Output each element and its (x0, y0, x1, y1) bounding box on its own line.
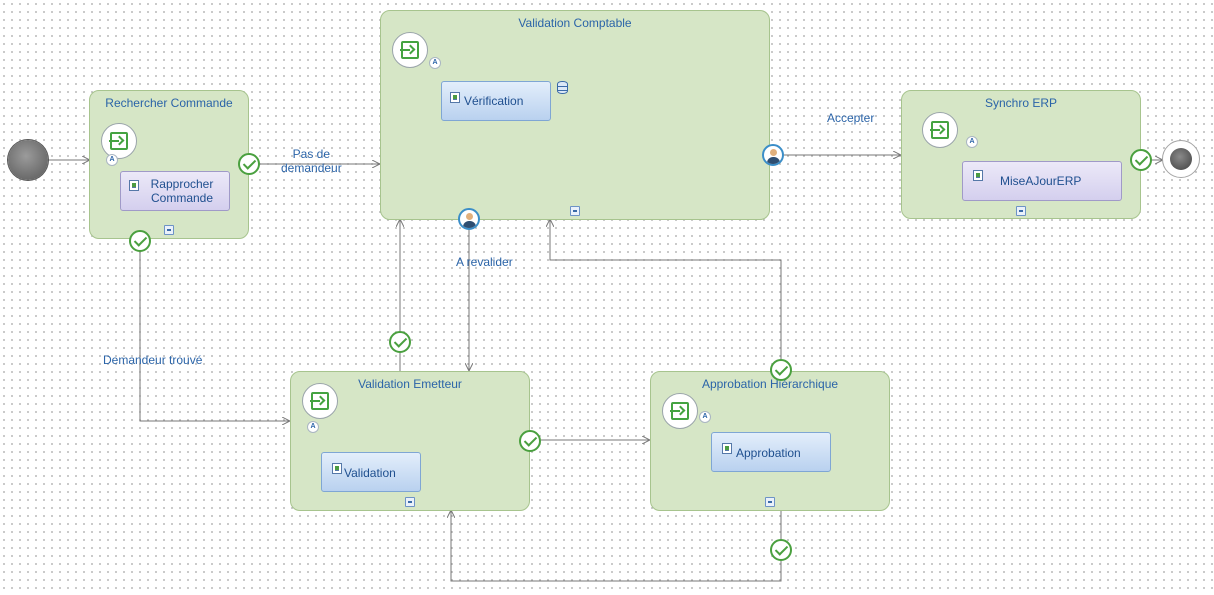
database-icon (557, 81, 568, 94)
lane-title: Validation Emetteur (358, 377, 462, 391)
edge-label-pas-de-demandeur: Pas de demandeur (281, 147, 342, 175)
task-label: Vérification (464, 94, 524, 108)
task-verification[interactable]: Vérification (441, 81, 551, 121)
user-actor-icon[interactable] (762, 144, 784, 166)
task-rapprocher-commande[interactable]: Rapprocher Commande (120, 171, 230, 211)
checkmark-circle-icon[interactable] (519, 430, 541, 452)
edge-label-a-revalider: A revalider (456, 255, 513, 269)
checkmark-circle-icon[interactable] (238, 153, 260, 175)
task-label: Validation (344, 466, 396, 480)
checkmark-circle-icon[interactable] (389, 331, 411, 353)
auto-badge: A (106, 154, 118, 166)
auto-badge: A (307, 421, 319, 433)
end-event[interactable] (1162, 140, 1200, 178)
checkmark-circle-icon[interactable] (129, 230, 151, 252)
edge-label-line: Pas de (292, 147, 331, 161)
collapse-minus-icon[interactable] (164, 225, 174, 235)
lane-title: Synchro ERP (984, 96, 1058, 110)
entry-icon[interactable] (101, 123, 137, 159)
task-form-icon (332, 463, 342, 474)
edge-label-line: demandeur (281, 161, 342, 175)
task-form-icon (722, 443, 732, 454)
edge-label-accepter: Accepter (827, 111, 875, 125)
task-approbation[interactable]: Approbation (711, 432, 831, 472)
entry-icon[interactable] (392, 32, 428, 68)
start-event[interactable] (8, 140, 48, 180)
collapse-minus-icon[interactable] (765, 497, 775, 507)
entry-arrow-icon (310, 392, 329, 410)
checkmark-circle-icon[interactable] (770, 539, 792, 561)
task-label: Approbation (736, 446, 801, 460)
task-label: Rapprocher Commande (150, 177, 214, 205)
flow-demandeur-trouve[interactable] (139, 252, 289, 421)
collapse-minus-icon[interactable] (405, 497, 415, 507)
lane-title: Rechercher Commande (105, 96, 233, 110)
lane-validation-comptable[interactable]: Validation Comptable A Vérification (380, 10, 770, 220)
lane-title: Approbation Hiérarchique (701, 377, 839, 391)
entry-arrow-icon (930, 121, 949, 139)
lane-rechercher-commande[interactable]: Rechercher Commande A Rapprocher Command… (89, 90, 249, 239)
collapse-minus-icon[interactable] (570, 206, 580, 216)
lane-title: Validation Comptable (518, 16, 632, 30)
entry-arrow-icon (670, 402, 689, 420)
task-label: MiseAJourERP (1000, 174, 1082, 188)
auto-badge: A (699, 411, 711, 423)
auto-badge: A (429, 57, 441, 69)
flow-hierarchique-to-comptable[interactable] (550, 220, 782, 359)
entry-arrow-icon (109, 132, 128, 150)
entry-icon[interactable] (922, 112, 958, 148)
task-form-icon (973, 170, 983, 181)
collapse-minus-icon[interactable] (1016, 206, 1026, 216)
task-validation[interactable]: Validation (321, 452, 421, 492)
lane-validation-emetteur[interactable]: Validation Emetteur A Validation (290, 371, 530, 511)
entry-arrow-icon (400, 41, 419, 59)
task-form-icon (450, 92, 460, 103)
lane-approbation-hierarchique[interactable]: Approbation Hiérarchique A Approbation (650, 371, 890, 511)
auto-badge: A (966, 136, 978, 148)
entry-icon[interactable] (302, 383, 338, 419)
edge-label-demandeur-trouve: Demandeur trouvé (103, 353, 203, 367)
user-actor-icon[interactable] (458, 208, 480, 230)
entry-icon[interactable] (662, 393, 698, 429)
checkmark-circle-icon[interactable] (1130, 149, 1152, 171)
flow-hierarchique-to-emetteur[interactable] (451, 510, 782, 582)
checkmark-circle-icon[interactable] (770, 359, 792, 381)
task-mise-a-jour-erp[interactable]: MiseAJourERP (962, 161, 1122, 201)
lane-synchro-erp[interactable]: Synchro ERP A MiseAJourERP (901, 90, 1141, 219)
task-form-icon (129, 180, 139, 191)
